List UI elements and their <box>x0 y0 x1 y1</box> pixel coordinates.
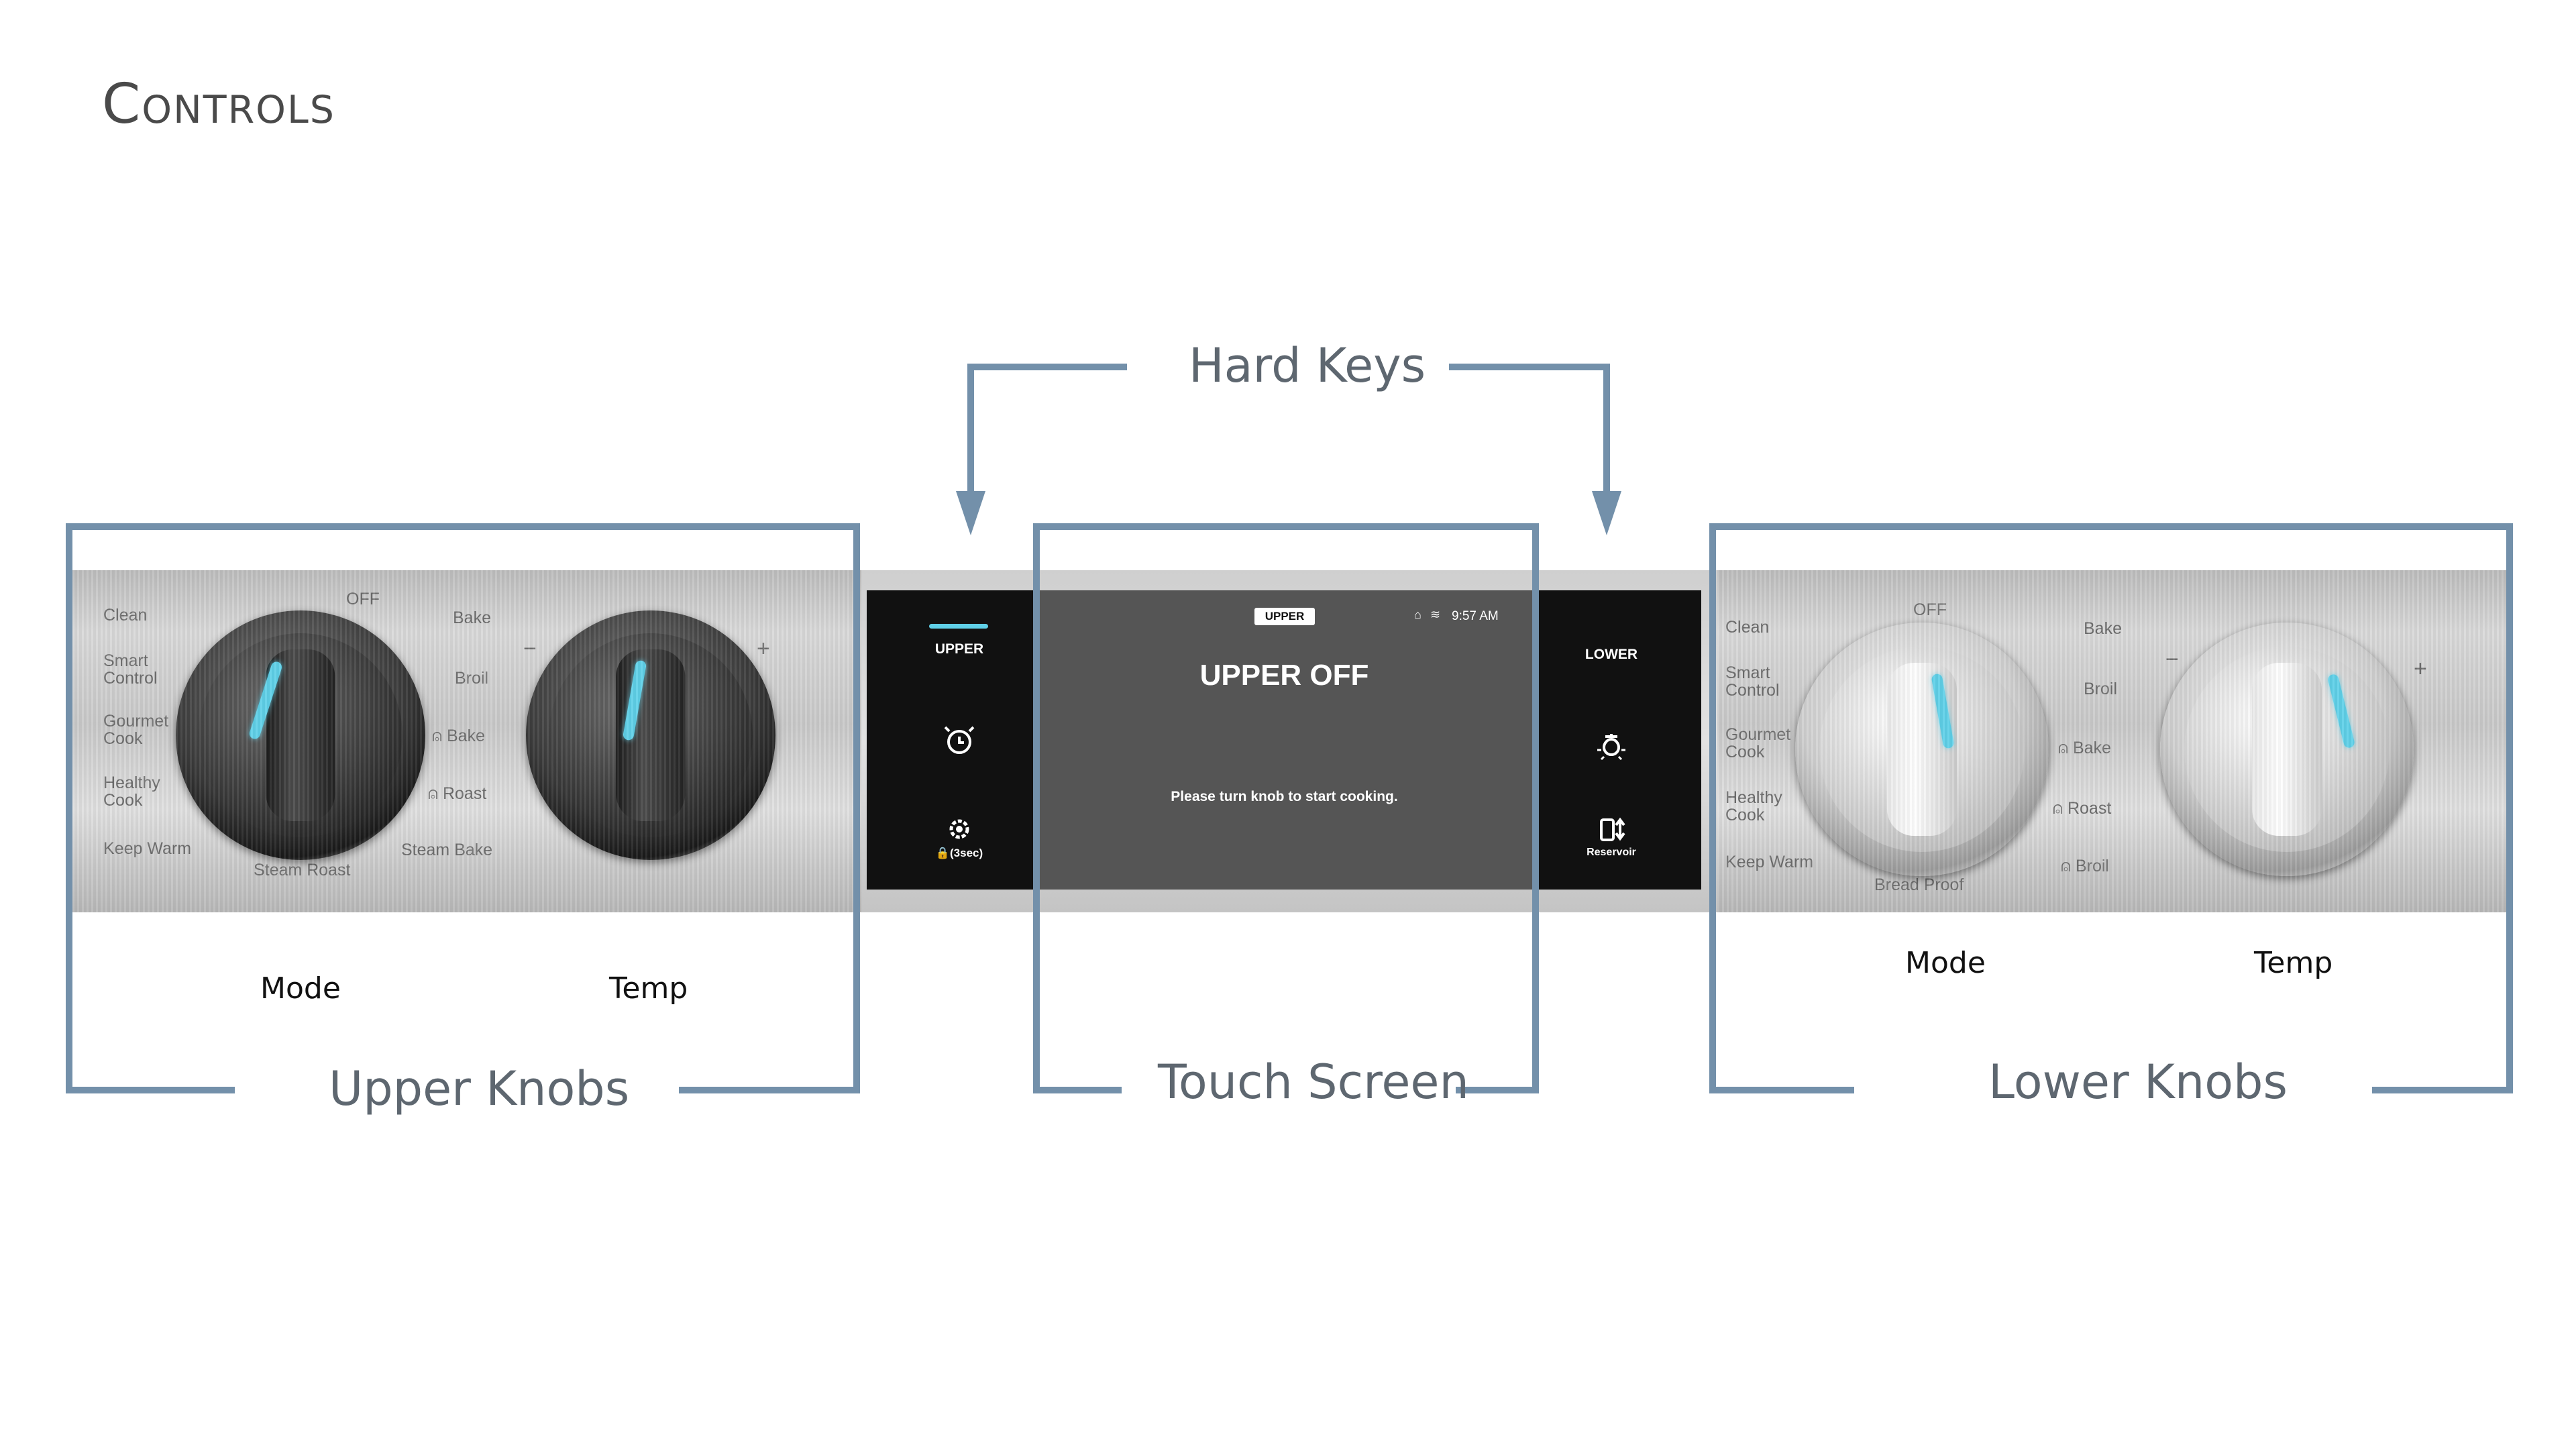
lower-temp-caption: Temp <box>2254 946 2333 980</box>
frame-segment <box>66 1087 235 1093</box>
arrow-down-icon <box>1592 491 1621 535</box>
frame-segment <box>1033 1087 1122 1093</box>
hard-keys-callout: Hard Keys <box>1189 338 1426 393</box>
bracket-segment <box>1603 364 1610 498</box>
lower-knobs-callout: Lower Knobs <box>1988 1055 2288 1110</box>
reservoir-key-label: Reservoir <box>1587 847 1636 858</box>
screen-badge: UPPER <box>1254 608 1315 625</box>
upper-mode-caption: Mode <box>260 971 341 1006</box>
touch-screen-frame <box>1033 523 1539 1093</box>
lock-key[interactable]: 🔒(3sec) <box>935 847 983 859</box>
upper-knobs-frame <box>66 523 860 1093</box>
lock-icon: ⌂ <box>1414 608 1421 621</box>
upper-knobs-callout: Upper Knobs <box>329 1061 630 1116</box>
bracket-segment <box>967 364 1127 370</box>
wifi-icon: ≋ <box>1430 608 1441 621</box>
frame-segment <box>2372 1087 2513 1093</box>
alarm-clock-icon[interactable] <box>929 716 989 763</box>
gear-icon[interactable] <box>929 810 989 848</box>
clock-time: 9:57 AM <box>1452 609 1499 623</box>
frame-segment <box>1456 1087 1539 1093</box>
upper-active-indicator <box>929 624 988 629</box>
lower-key[interactable]: LOWER <box>1585 647 1638 662</box>
light-bulb-icon[interactable] <box>1581 724 1642 765</box>
upper-temp-caption: Temp <box>609 971 688 1006</box>
touch-screen-callout: Touch Screen <box>1158 1055 1469 1110</box>
status-title: UPPER OFF <box>1199 659 1369 692</box>
lower-mode-caption: Mode <box>1905 946 1986 980</box>
reservoir-icon[interactable] <box>1581 816 1642 845</box>
lower-knobs-frame <box>1709 523 2513 1093</box>
frame-segment <box>679 1087 860 1093</box>
upper-knob-panel: OFF Clean Smart Control Gourmet Cook Hea… <box>72 570 861 912</box>
bracket-segment <box>1449 364 1610 370</box>
page-title: Controls <box>102 72 335 136</box>
upper-key[interactable]: UPPER <box>934 641 984 657</box>
bracket-segment <box>967 364 974 498</box>
status-message: Please turn knob to start cooking. <box>1171 789 1398 804</box>
arrow-down-icon <box>956 491 985 535</box>
lower-knob-panel: OFF Clean Smart Control Gourmet Cook Hea… <box>1717 570 2506 912</box>
frame-segment <box>1709 1087 1854 1093</box>
screen-display-area <box>1034 590 1534 890</box>
